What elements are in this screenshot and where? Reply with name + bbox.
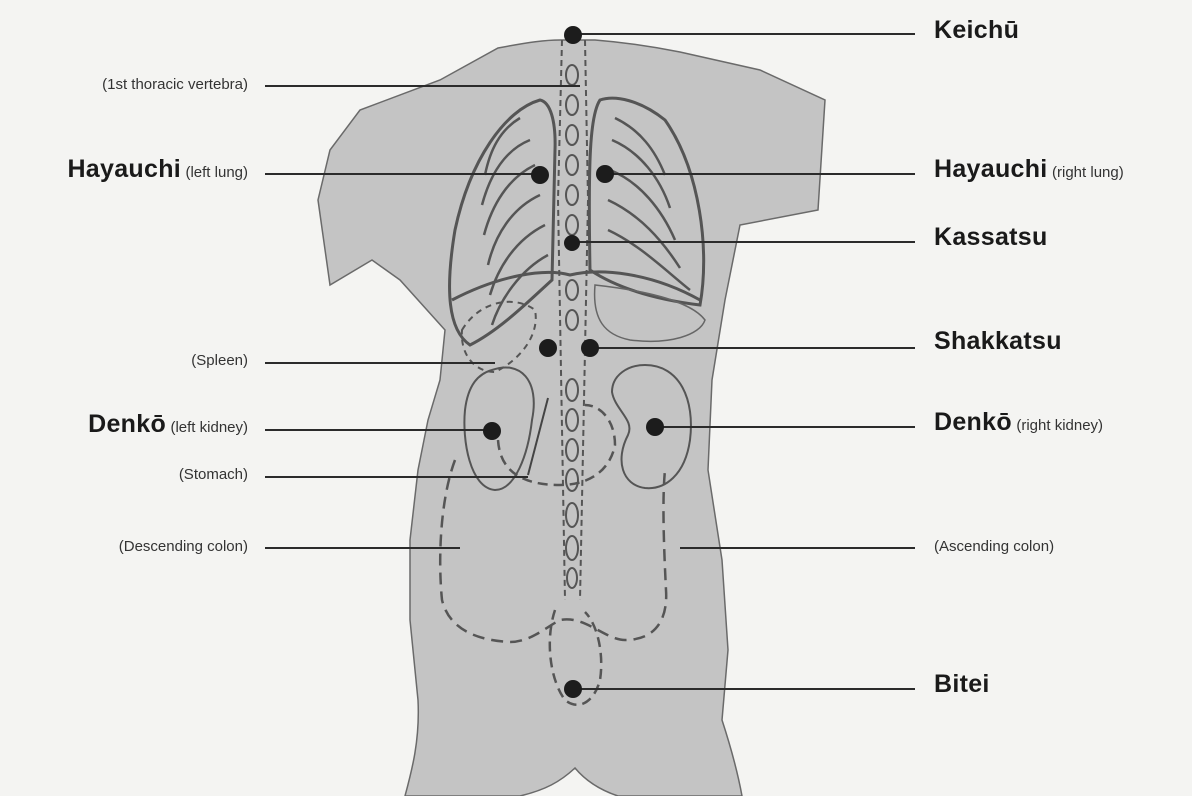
label-denko-right-text: Denkō <box>934 408 1012 436</box>
label-kassatsu: Kassatsu <box>934 223 1048 252</box>
label-denko-right-note: (right kidney) <box>1016 417 1103 434</box>
point-hayauchi-left <box>531 166 549 184</box>
label-descending-colon-text: (Descending colon) <box>119 538 248 555</box>
label-keichu-text: Keichū <box>934 16 1019 44</box>
label-ascending-colon-text: (Ascending colon) <box>934 538 1054 555</box>
point-denko-left <box>483 422 501 440</box>
label-spleen: (Spleen) <box>191 352 248 369</box>
label-denko-left-note: (left kidney) <box>170 419 248 436</box>
label-descending-colon: (Descending colon) <box>119 538 248 555</box>
label-bitei: Bitei <box>934 670 990 699</box>
point-denko-right <box>646 418 664 436</box>
label-keichu: Keichū <box>934 16 1019 45</box>
label-denko-left-text: Denkō <box>88 410 166 438</box>
point-bitei <box>564 680 582 698</box>
label-thoracic: (1st thoracic vertebra) <box>102 76 248 93</box>
label-thoracic-text: (1st thoracic vertebra) <box>102 76 248 93</box>
label-bitei-text: Bitei <box>934 670 990 698</box>
point-keichu <box>564 26 582 44</box>
label-hayauchi-left-note: (left lung) <box>185 164 248 181</box>
label-hayauchi-right: Hayauchi (right lung) <box>934 155 1124 184</box>
label-hayauchi-left-text: Hayauchi <box>67 155 181 183</box>
point-shakkatsu-left <box>539 339 557 357</box>
label-hayauchi-left: Hayauchi (left lung) <box>67 155 248 184</box>
label-hayauchi-right-note: (right lung) <box>1052 164 1124 181</box>
label-kassatsu-text: Kassatsu <box>934 223 1048 251</box>
label-stomach-text: (Stomach) <box>179 466 248 483</box>
label-denko-right: Denkō (right kidney) <box>934 408 1103 437</box>
label-shakkatsu-text: Shakkatsu <box>934 327 1062 355</box>
point-kassatsu <box>564 235 580 251</box>
point-shakkatsu-right <box>581 339 599 357</box>
label-spleen-text: (Spleen) <box>191 352 248 369</box>
label-ascending-colon: (Ascending colon) <box>934 538 1054 555</box>
point-hayauchi-right <box>596 165 614 183</box>
label-hayauchi-right-text: Hayauchi <box>934 155 1048 183</box>
label-stomach: (Stomach) <box>179 466 248 483</box>
label-denko-left: Denkō (left kidney) <box>88 410 248 439</box>
label-shakkatsu: Shakkatsu <box>934 327 1062 356</box>
